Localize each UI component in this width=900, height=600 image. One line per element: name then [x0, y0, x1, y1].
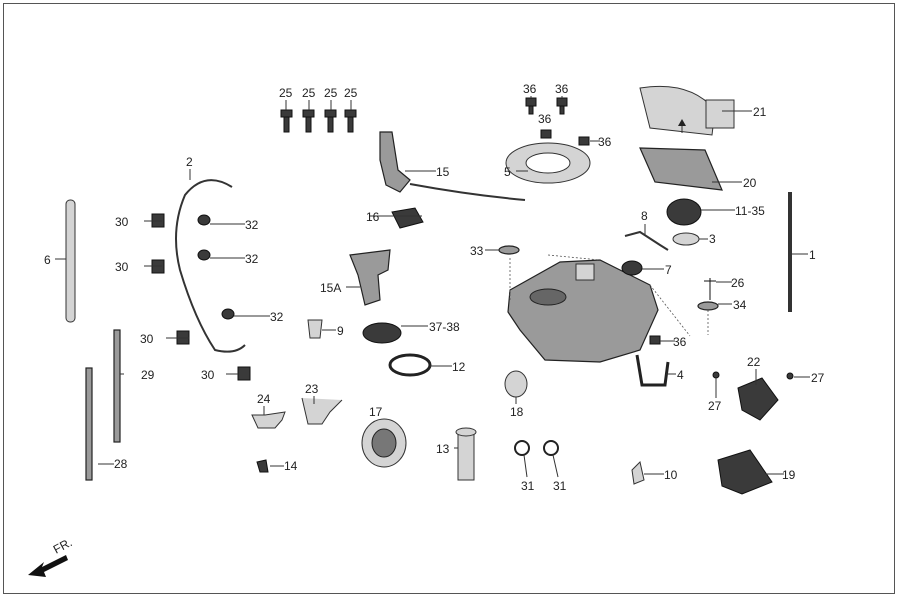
callout: 15A	[320, 281, 341, 295]
callout: 24	[257, 392, 271, 406]
connector-37-38	[362, 322, 402, 344]
hose-6	[65, 199, 76, 323]
fuel-tank	[507, 259, 659, 363]
callout: 30	[140, 332, 154, 346]
callout: 27	[811, 371, 825, 385]
callout: 25	[344, 86, 358, 100]
callout: 32	[245, 218, 259, 232]
clip-14	[256, 459, 269, 473]
cover-21	[639, 85, 716, 136]
callout: 5	[504, 165, 511, 179]
bolts-36-top	[525, 97, 590, 146]
callout: 34	[733, 298, 747, 312]
callout: 4	[677, 368, 684, 382]
grommet-33	[498, 245, 520, 255]
bracket-4	[635, 354, 670, 387]
callout: 11-35	[735, 204, 765, 218]
callout: 36	[523, 82, 537, 96]
hose-1	[788, 192, 792, 312]
o-ring-12	[388, 353, 432, 377]
callout: 10	[664, 468, 678, 482]
clips-30	[151, 213, 251, 381]
callout: 21	[753, 105, 767, 119]
hose-29	[113, 329, 121, 443]
callout: 30	[115, 260, 129, 274]
callout: 18	[510, 405, 524, 419]
callout: 14	[284, 459, 298, 473]
callout: 15	[436, 165, 450, 179]
callout: 9	[337, 324, 344, 338]
callout: 12	[452, 360, 466, 374]
clamp-23	[301, 397, 343, 425]
callout: 30	[115, 215, 129, 229]
diagram-frame	[3, 3, 895, 594]
callout: 27	[708, 399, 722, 413]
pipe-13	[457, 429, 475, 481]
bolt-36	[649, 335, 661, 345]
callout: 20	[743, 176, 757, 190]
callout: 33	[470, 244, 484, 258]
gasket-16	[391, 207, 424, 229]
harness-2	[175, 179, 246, 353]
callout: 32	[245, 252, 259, 266]
bracket-20	[639, 147, 723, 191]
clip-31a	[514, 440, 530, 456]
clip-31b	[543, 440, 559, 456]
callout: 36	[673, 335, 687, 349]
hose-28	[85, 367, 93, 481]
cap-10	[631, 461, 645, 485]
callout-labels: 25 25 25 25 36 36 36 36 21 20 15 5 2 30 …	[44, 82, 825, 557]
callout: 25	[279, 86, 293, 100]
clamp-24	[251, 411, 286, 429]
callout: 36	[555, 82, 569, 96]
fuel-gauge-sender-15	[379, 131, 411, 193]
grommet-18	[504, 370, 528, 398]
callout: 22	[747, 355, 761, 369]
callout: 16	[366, 210, 380, 224]
callout: 13	[436, 442, 450, 456]
callout: 3	[709, 232, 716, 246]
cap-11-35	[666, 198, 702, 226]
callout: 30	[201, 368, 215, 382]
bolt-26	[704, 278, 716, 300]
gasket-3	[672, 232, 700, 246]
valve-22	[737, 377, 779, 421]
callout: 23	[305, 382, 319, 396]
callout: 36	[538, 112, 552, 126]
callout: 32	[270, 310, 284, 324]
front-direction-label: FR.	[51, 535, 75, 556]
callout: 17	[369, 405, 383, 419]
grommet-9	[307, 319, 323, 339]
spring-8	[624, 230, 669, 251]
fuel-pump-15a	[349, 249, 391, 306]
callout: 8	[641, 209, 648, 223]
callout: 31	[521, 479, 535, 493]
callout: 6	[44, 253, 51, 267]
bolts-25	[280, 109, 357, 133]
washer-34	[697, 301, 719, 311]
callout: 26	[731, 276, 745, 290]
callout: 2	[186, 155, 193, 169]
callout: 28	[114, 457, 128, 471]
cap-7	[621, 260, 643, 276]
callout: 29	[141, 368, 155, 382]
front-arrow-icon	[28, 555, 68, 577]
callout: 25	[324, 86, 338, 100]
callout: 19	[782, 468, 796, 482]
clamps-32	[197, 214, 235, 320]
callout: 37-38	[429, 320, 460, 334]
canister-19	[717, 449, 773, 495]
callout: 7	[665, 263, 672, 277]
callout: 36	[598, 135, 612, 149]
callout: 31	[553, 479, 567, 493]
callout: 1	[809, 248, 816, 262]
callout: 25	[302, 86, 316, 100]
